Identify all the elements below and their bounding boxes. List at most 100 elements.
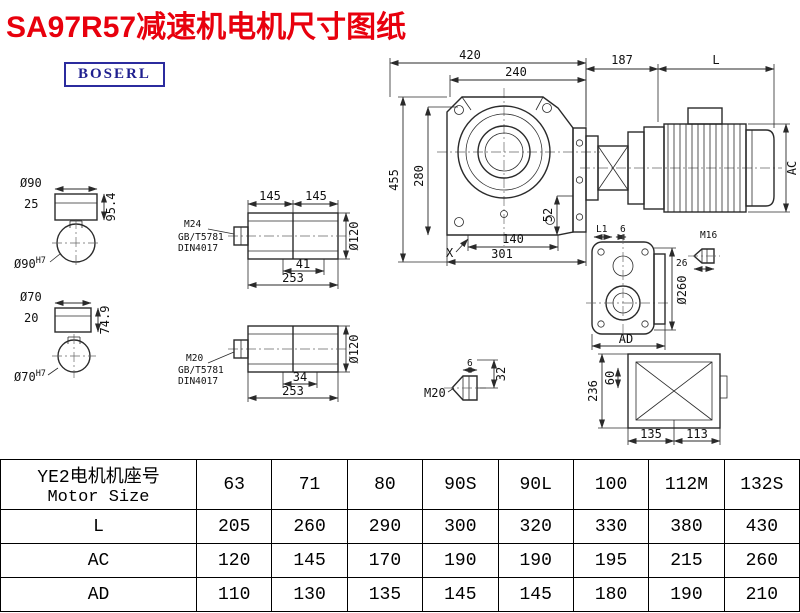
dim-420: 420 (459, 48, 481, 62)
dim-113: 113 (686, 427, 708, 441)
size-column-63: 63 (195, 459, 273, 510)
dim-dia-120-lower: Ø120 (347, 335, 361, 364)
dim-6-plug: 6 (467, 358, 473, 369)
size-column-100: 100 (572, 459, 650, 510)
dim-32: 32 (494, 367, 508, 381)
table-row-l: L 205 260 290 300 320 330 380 430 (0, 509, 800, 544)
motor-side-view: 187 L AC (580, 53, 799, 213)
table-cell: 290 (346, 509, 424, 544)
table-cell: 145 (271, 543, 348, 578)
dim-key-depth-74-9: 74.9 (98, 306, 112, 335)
row-label: L (0, 509, 197, 544)
size-column-71: 71 (271, 459, 348, 510)
shaft-sleeve-detail-m24: 145 145 M24 GB/T5781 DIN4017 Ø120 41 25 (178, 189, 361, 289)
header-line1: YE2电机机座号 (37, 468, 160, 488)
dim-dia-90: Ø90 (20, 176, 42, 190)
table-row-ad: AD 110 130 135 145 145 180 190 210 (0, 577, 800, 612)
table-cell: 120 (195, 543, 273, 578)
thread-label-m20: M20 (186, 353, 203, 364)
dim-240: 240 (505, 65, 527, 79)
label-x: X (446, 246, 454, 260)
breather-plug-detail: M20 6 32 (424, 358, 508, 401)
row-label: AC (0, 543, 197, 578)
gearbox-front-view: 420 240 455 280 52 140 301 X (387, 48, 600, 266)
dim-34: 34 (293, 370, 307, 384)
dim-dia-260: Ø260 (675, 276, 689, 305)
table-cell: 215 (648, 543, 725, 578)
shaft-sleeve-detail-m20: M20 GB/T5781 DIN4017 Ø120 34 253 (178, 325, 361, 402)
dim-key-width-25: 25 (24, 197, 38, 211)
motor-dimension-table: YE2电机机座号 Motor Size 63 71 80 90S 90L 100… (0, 459, 800, 612)
brand-logo: BOSERL (64, 62, 165, 87)
row-label: AD (0, 577, 197, 612)
dim-bore-70h7: Ø70H7 (14, 369, 46, 384)
table-cell: 190 (648, 577, 725, 612)
hollow-shaft-end-view-90: Ø90 25 95.4 Ø90H7 (14, 176, 118, 271)
dim-bore-90h7: Ø90H7 (14, 256, 46, 271)
dim-253-upper: 253 (282, 271, 304, 285)
table-cell: 110 (195, 577, 273, 612)
size-column-112m: 112M (648, 459, 725, 510)
dim-60: 60 (603, 371, 617, 385)
dim-key-depth-95-4: 95.4 (104, 193, 118, 222)
size-column-90l: 90L (497, 459, 574, 510)
dim-236: 236 (586, 380, 600, 402)
dim-52: 52 (541, 208, 555, 222)
table-cell: 180 (572, 577, 650, 612)
dim-ac: AC (785, 161, 799, 175)
table-cell: 145 (497, 577, 574, 612)
size-column-132s: 132S (723, 459, 800, 510)
table-cell: 260 (723, 543, 800, 578)
dim-455: 455 (387, 169, 401, 191)
page-title: SA97R57减速机电机尺寸图纸 (6, 11, 407, 44)
dim-l1: L1 (596, 224, 608, 235)
dim-280: 280 (412, 165, 426, 187)
motor-size-header-cell: YE2电机机座号 Motor Size (0, 459, 197, 510)
dim-26: 26 (676, 258, 688, 269)
table-row-ac: AC 120 145 170 190 190 195 215 260 (0, 543, 800, 578)
dim-301: 301 (491, 247, 513, 261)
table-cell: 210 (723, 577, 800, 612)
motor-rear-view: 236 60 135 113 (586, 353, 728, 445)
header-line2: Motor Size (47, 488, 150, 507)
gearbox-output-side-view: L1 6 Ø260 M16 26 (586, 224, 720, 350)
standard-din4017: DIN4017 (178, 243, 218, 254)
dim-187: 187 (611, 53, 633, 67)
hollow-shaft-end-view-70: Ø70 20 74.9 Ø70H7 (14, 290, 112, 384)
table-cell: 130 (271, 577, 348, 612)
dim-145-left: 145 (259, 189, 281, 203)
dim-key-width-20: 20 (24, 311, 38, 325)
table-cell: 135 (346, 577, 424, 612)
table-cell: 190 (497, 543, 574, 578)
table-header-row: YE2电机机座号 Motor Size 63 71 80 90S 90L 100… (0, 459, 800, 510)
table-cell: 380 (648, 509, 725, 544)
dim-l: L (712, 53, 719, 67)
standard-gbt5781: GB/T5781 (178, 232, 224, 243)
table-cell: 195 (572, 543, 650, 578)
dim-140: 140 (502, 232, 524, 246)
table-cell: 170 (346, 543, 424, 578)
dim-253-lower: 253 (282, 384, 304, 398)
size-column-90s: 90S (422, 459, 499, 510)
dim-dia-70: Ø70 (20, 290, 42, 304)
size-column-80: 80 (346, 459, 424, 510)
thread-label-m16: M16 (700, 230, 717, 241)
table-cell: 205 (195, 509, 273, 544)
table-cell: 430 (723, 509, 800, 544)
dim-ad: AD (619, 332, 633, 346)
dim-dia-120-upper: Ø120 (347, 222, 361, 251)
dim-135: 135 (640, 427, 662, 441)
table-cell: 190 (422, 543, 499, 578)
dim-41: 41 (296, 257, 310, 271)
thread-label-m20-plug: M20 (424, 386, 446, 400)
table-cell: 320 (497, 509, 574, 544)
table-cell: 330 (572, 509, 650, 544)
technical-drawing: 420 240 455 280 52 140 301 X (14, 48, 799, 445)
standard-gbt5781-2: GB/T5781 (178, 365, 224, 376)
table-cell: 260 (271, 509, 348, 544)
thread-label-m24: M24 (184, 219, 201, 230)
dim-145-right: 145 (305, 189, 327, 203)
standard-din4017-2: DIN4017 (178, 376, 218, 387)
table-cell: 300 (422, 509, 499, 544)
